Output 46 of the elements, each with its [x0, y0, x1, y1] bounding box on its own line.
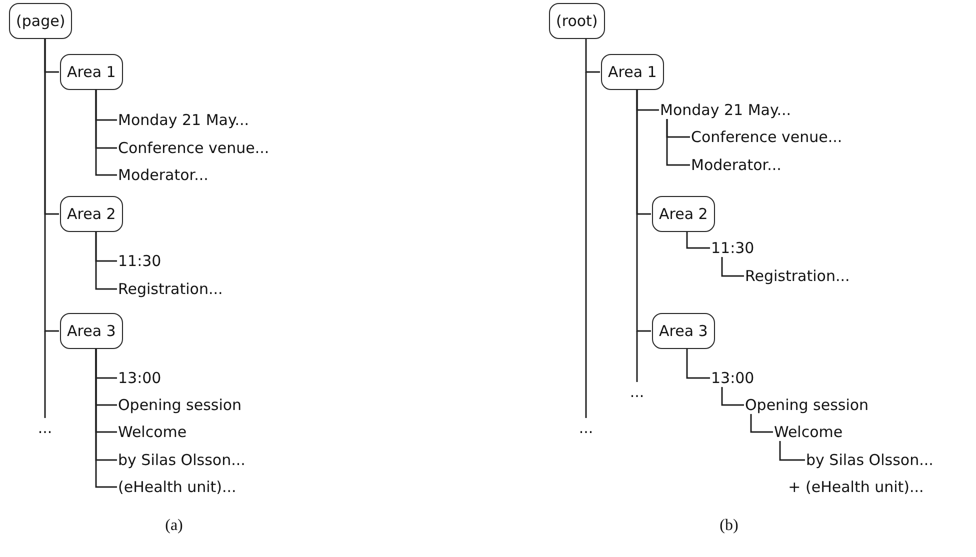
tree-node-text: Welcome	[774, 423, 843, 441]
tree-node-text: by Silas Olsson...	[806, 451, 934, 469]
tree-node-text: Registration...	[118, 280, 223, 298]
tree-node-text: Opening session	[745, 396, 869, 414]
tree-node-text: Moderator...	[691, 156, 782, 174]
caption: (b)	[720, 517, 738, 535]
tree-connector	[95, 232, 117, 290]
ellipsis: ...	[630, 383, 644, 401]
tree-connector	[95, 90, 117, 176]
tree-node-text: 11:30	[118, 252, 162, 270]
tree-node-box: (root)	[549, 3, 605, 39]
tree-node-text: 13:00	[711, 369, 754, 387]
tree-connector	[636, 90, 651, 332]
tree-connector	[721, 257, 744, 277]
ellipsis: ...	[38, 419, 52, 437]
tree-node-box: Area 3	[652, 313, 715, 349]
tree-connector	[721, 387, 744, 406]
tree-node-text: Registration...	[745, 267, 850, 285]
tree-connector	[779, 441, 805, 461]
tree-node-text: 13:00	[118, 369, 162, 387]
tree-node-text: Monday 21 May...	[118, 111, 250, 129]
tree-connector	[585, 39, 600, 73]
tree-node-box: Area 2	[60, 196, 123, 232]
tree-connector	[750, 414, 773, 433]
tree-node-text: by Silas Olsson...	[118, 451, 246, 469]
note-text: + (eHealth unit)...	[788, 478, 924, 496]
tree-node-box: Area 1	[601, 54, 664, 90]
tree-node-text: Opening session	[118, 396, 242, 414]
caption: (a)	[165, 517, 183, 535]
tree-node-text: Conference venue...	[118, 139, 270, 157]
tree-connector	[95, 349, 117, 488]
tree-connector	[666, 119, 690, 166]
tree-connector	[44, 39, 59, 332]
tree-node-text: (eHealth unit)...	[118, 478, 236, 496]
tree-node-text: Monday 21 May...	[660, 101, 792, 119]
tree-node-text: Conference venue...	[691, 128, 842, 146]
tree-node-text: Welcome	[118, 423, 187, 441]
tree-node-text: Moderator...	[118, 166, 208, 184]
tree-node-box: (page)	[9, 3, 72, 39]
tree-node-box: Area 3	[60, 313, 123, 349]
tree-connector	[686, 349, 710, 379]
tree-node-box: Area 1	[60, 54, 123, 90]
tree-node-text: 11:30	[711, 239, 754, 257]
ellipsis: ...	[578, 419, 594, 437]
tree-connector	[686, 232, 710, 249]
tree-node-box: Area 2	[652, 196, 715, 232]
